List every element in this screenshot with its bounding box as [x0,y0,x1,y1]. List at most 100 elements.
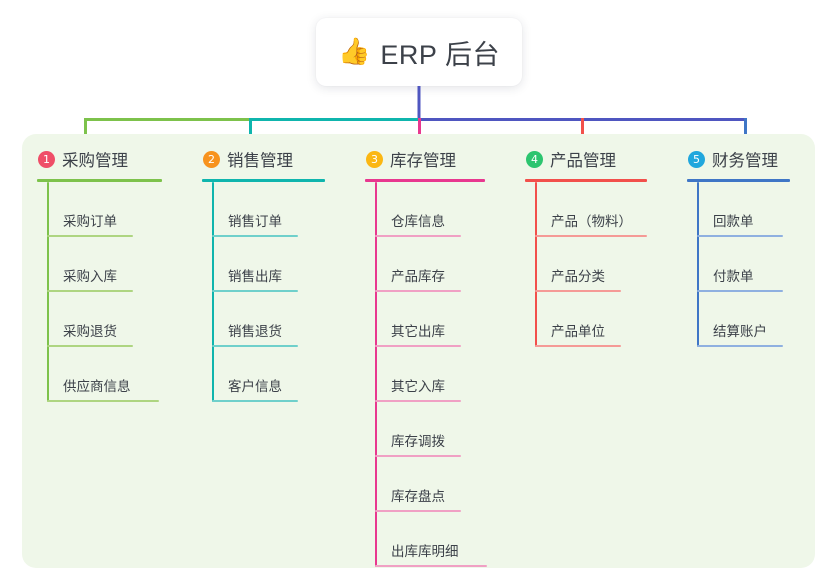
branch-column-2: 2 销售管理销售订单销售出库销售退货客户信息 [187,134,350,568]
leaf-item-label: 销售出库 [228,269,282,284]
leaf-item[interactable]: 销售订单 [212,182,350,237]
leaf-item-label: 其它入库 [391,379,445,394]
branch-title-3: 库存管理 [390,152,456,170]
leaf-item[interactable]: 其它入库 [375,347,510,402]
leaf-item[interactable]: 库存调拨 [375,402,510,457]
leaf-item-label: 其它出库 [391,324,445,339]
branches-panel [22,134,815,568]
branch-badge-icon-5: 5 [688,150,705,168]
branch-badge-icon-2: 2 [203,150,220,168]
thumbs-up-icon: 👍 [338,37,371,67]
leaf-item[interactable]: 产品库存 [375,237,510,292]
leaf-item-label: 销售退货 [228,324,282,339]
leaf-item[interactable]: 产品分类 [535,237,672,292]
leaf-item[interactable]: 销售退货 [212,292,350,347]
branch-header-rule-4 [525,179,647,182]
leaf-item[interactable]: 销售出库 [212,237,350,292]
branch-header-3[interactable]: 3 库存管理 [350,144,510,174]
leaf-item[interactable]: 仓库信息 [375,182,510,237]
leaf-item-label: 库存调拨 [391,434,445,449]
leaf-item[interactable]: 结算账户 [697,292,815,347]
branch-column-3: 3 库存管理仓库信息产品库存其它出库其它入库库存调拨库存盘点出库库明细 [350,134,510,568]
leaf-item[interactable]: 产品单位 [535,292,672,347]
leaf-item-label: 采购入库 [63,269,117,284]
branch-header-rule-5 [687,179,790,182]
leaf-item-label: 采购订单 [63,214,117,229]
branch-header-4[interactable]: 4 产品管理 [510,144,672,174]
branch-title-5: 财务管理 [712,152,778,170]
branch-trunk-2 [212,182,214,402]
leaf-item[interactable]: 产品（物料） [535,182,672,237]
branch-column-5: 5 财务管理回款单付款单结算账户 [672,134,815,568]
leaf-item[interactable]: 采购订单 [47,182,187,237]
branch-items-4: 产品（物料） 产品分类产品单位 [535,182,672,347]
leaf-item-label: 结算账户 [713,324,767,339]
branch-title-4: 产品管理 [550,152,616,170]
leaf-item-rule [212,235,298,237]
leaf-item-rule [535,235,647,237]
leaf-item-label: 产品单位 [551,324,605,339]
branch-header-5[interactable]: 5 财务管理 [672,144,815,174]
leaf-item-rule [375,400,461,402]
leaf-item-label: 出库库明细 [391,544,459,559]
leaf-item-label: 供应商信息 [63,379,131,394]
branch-trunk-3 [375,182,377,567]
leaf-item-rule [535,290,621,292]
leaf-item-label: 库存盘点 [391,489,445,504]
leaf-item-rule [375,290,461,292]
branch-trunk-5 [697,182,699,347]
branch-title-2: 销售管理 [227,152,293,170]
leaf-item[interactable]: 采购退货 [47,292,187,347]
branch-header-rule-2 [202,179,325,182]
leaf-item-label: 产品库存 [391,269,445,284]
leaf-item-rule [47,345,133,347]
root-node-card[interactable]: 👍 ERP 后台 [316,18,522,86]
leaf-item-rule [697,345,783,347]
leaf-item-rule [47,290,133,292]
branch-badge-icon-1: 1 [38,150,55,168]
leaf-item[interactable]: 回款单 [697,182,815,237]
branch-badge-icon-3: 3 [366,150,383,168]
branch-items-2: 销售订单销售出库销售退货客户信息 [212,182,350,402]
leaf-item-rule [375,510,461,512]
branch-items-5: 回款单付款单结算账户 [697,182,815,347]
root-node-content: 👍 ERP 后台 [338,33,500,72]
branch-badge-icon-4: 4 [526,150,543,168]
branch-header-rule-1 [37,179,162,182]
leaf-item-rule [212,400,298,402]
leaf-item-rule [47,235,133,237]
branch-header-rule-3 [365,179,485,182]
leaf-item-label: 回款单 [713,214,754,229]
leaf-item-label: 销售订单 [228,214,282,229]
leaf-item-label: 仓库信息 [391,214,445,229]
leaf-item-label: 产品（物料） [551,214,632,229]
leaf-item[interactable]: 客户信息 [212,347,350,402]
leaf-item-label: 采购退货 [63,324,117,339]
leaf-item-label: 客户信息 [228,379,282,394]
leaf-item-rule [375,345,461,347]
branch-items-3: 仓库信息产品库存其它出库其它入库库存调拨库存盘点出库库明细 [375,182,510,567]
leaf-item[interactable]: 出库库明细 [375,512,510,567]
leaf-item[interactable]: 库存盘点 [375,457,510,512]
branch-header-2[interactable]: 2 销售管理 [187,144,350,174]
leaf-item-label: 产品分类 [551,269,605,284]
leaf-item-rule [375,565,487,567]
leaf-item[interactable]: 付款单 [697,237,815,292]
leaf-item-rule [697,235,783,237]
leaf-item[interactable]: 其它出库 [375,292,510,347]
branch-trunk-4 [535,182,537,347]
branch-trunk-1 [47,182,49,402]
branch-items-1: 采购订单采购入库采购退货供应商信息 [47,182,187,402]
leaf-item-rule [212,290,298,292]
leaf-item-rule [212,345,298,347]
leaf-item-label: 付款单 [713,269,754,284]
leaf-item-rule [375,455,461,457]
leaf-item-rule [47,400,159,402]
branch-column-4: 4 产品管理产品（物料） 产品分类产品单位 [510,134,672,568]
leaf-item-rule [375,235,461,237]
leaf-item[interactable]: 供应商信息 [47,347,187,402]
leaf-item[interactable]: 采购入库 [47,237,187,292]
